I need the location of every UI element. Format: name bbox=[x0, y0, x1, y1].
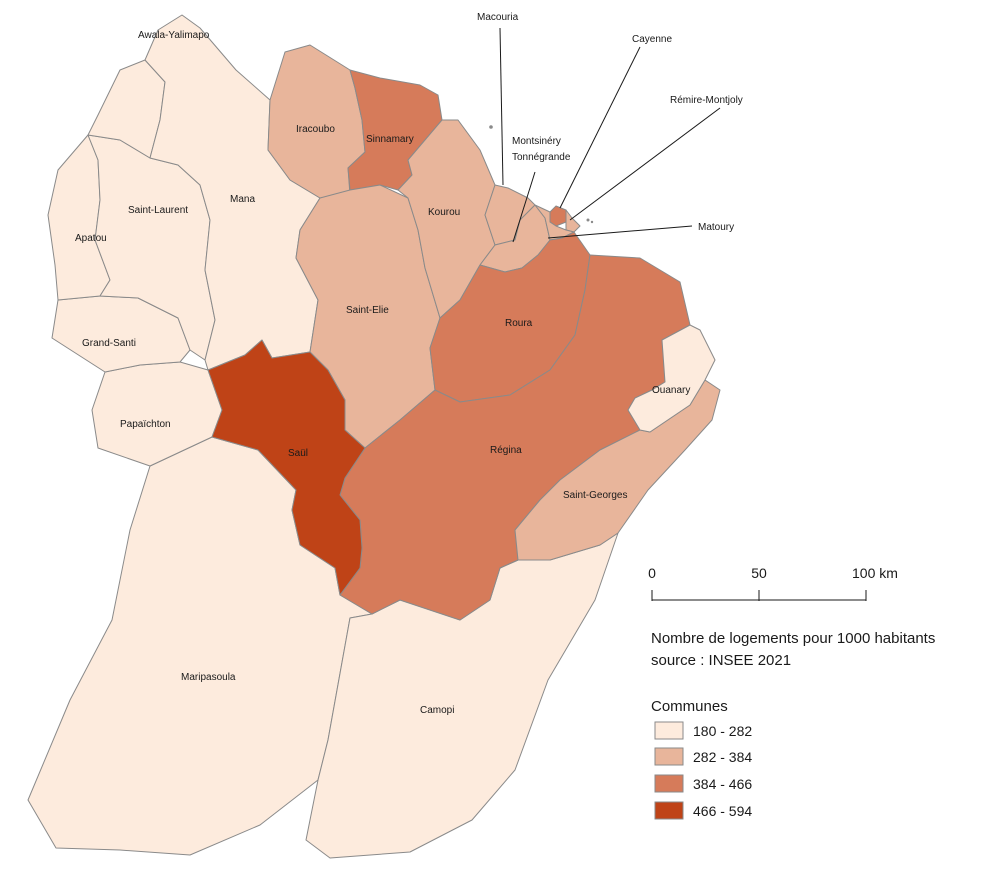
island-dot bbox=[586, 218, 590, 222]
island-dot bbox=[590, 220, 594, 224]
legend-label-4: 466 - 594 bbox=[693, 803, 752, 819]
leader-macouria bbox=[499, 27, 504, 186]
legend-title: Nombre de logements pour 1000 habitants bbox=[651, 630, 935, 647]
label-kourou: Kourou bbox=[428, 207, 460, 218]
label-papaichton: Papaïchton bbox=[120, 419, 171, 430]
label-grand-santi: Grand-Santi bbox=[82, 338, 136, 349]
commune-ouanary bbox=[627, 324, 716, 433]
label-montsinery-1: Montsinéry bbox=[512, 136, 561, 147]
legend-header: Communes bbox=[651, 698, 728, 715]
legend: Nombre de logements pour 1000 habitants … bbox=[651, 630, 935, 820]
label-camopi: Camopi bbox=[420, 705, 454, 716]
legend-swatch-4 bbox=[654, 801, 684, 820]
island-dot bbox=[489, 125, 493, 129]
commune-saul bbox=[207, 339, 366, 596]
leader-matoury bbox=[547, 225, 693, 239]
commune-matoury bbox=[534, 204, 575, 241]
label-saint-laurent: Saint-Laurent bbox=[128, 205, 188, 216]
leader-montsinery bbox=[512, 171, 536, 243]
commune-remire-montjoly bbox=[565, 209, 581, 233]
label-maripasoula: Maripasoula bbox=[181, 672, 236, 683]
leader-cayenne bbox=[559, 46, 641, 209]
label-macouria: Macouria bbox=[477, 12, 519, 23]
legend-label-2: 282 - 384 bbox=[693, 749, 752, 765]
label-matoury: Matoury bbox=[698, 222, 734, 233]
label-awala-yalimapo: Awala-Yalimapo bbox=[138, 30, 210, 41]
legend-source: source : INSEE 2021 bbox=[651, 652, 791, 669]
label-mana: Mana bbox=[230, 194, 255, 205]
label-saint-georges: Saint-Georges bbox=[563, 490, 627, 501]
label-roura: Roura bbox=[505, 318, 533, 329]
label-saint-elie: Saint-Elie bbox=[346, 305, 389, 316]
label-ouanary: Ouanary bbox=[652, 385, 690, 396]
legend-swatch-1 bbox=[654, 721, 684, 740]
legend-swatch-2 bbox=[654, 747, 684, 766]
scale-label-100: 100 km bbox=[852, 565, 898, 581]
label-sinnamary: Sinnamary bbox=[366, 134, 414, 145]
scale-bar: 0 50 100 km bbox=[648, 565, 898, 601]
legend-label-3: 384 - 466 bbox=[693, 776, 752, 792]
label-regina: Régina bbox=[490, 445, 522, 456]
label-saul: Saül bbox=[288, 448, 308, 459]
scale-label-0: 0 bbox=[648, 565, 656, 581]
legend-label-1: 180 - 282 bbox=[693, 723, 752, 739]
legend-swatch-3 bbox=[654, 774, 684, 793]
scale-label-50: 50 bbox=[751, 565, 767, 581]
label-apatou: Apatou bbox=[75, 233, 107, 244]
label-iracoubo: Iracoubo bbox=[296, 124, 335, 135]
label-remire-montjoly: Rémire-Montjoly bbox=[670, 95, 743, 106]
label-cayenne: Cayenne bbox=[632, 34, 672, 45]
leader-remire bbox=[569, 107, 721, 221]
label-montsinery-2: Tonnégrande bbox=[512, 152, 571, 163]
